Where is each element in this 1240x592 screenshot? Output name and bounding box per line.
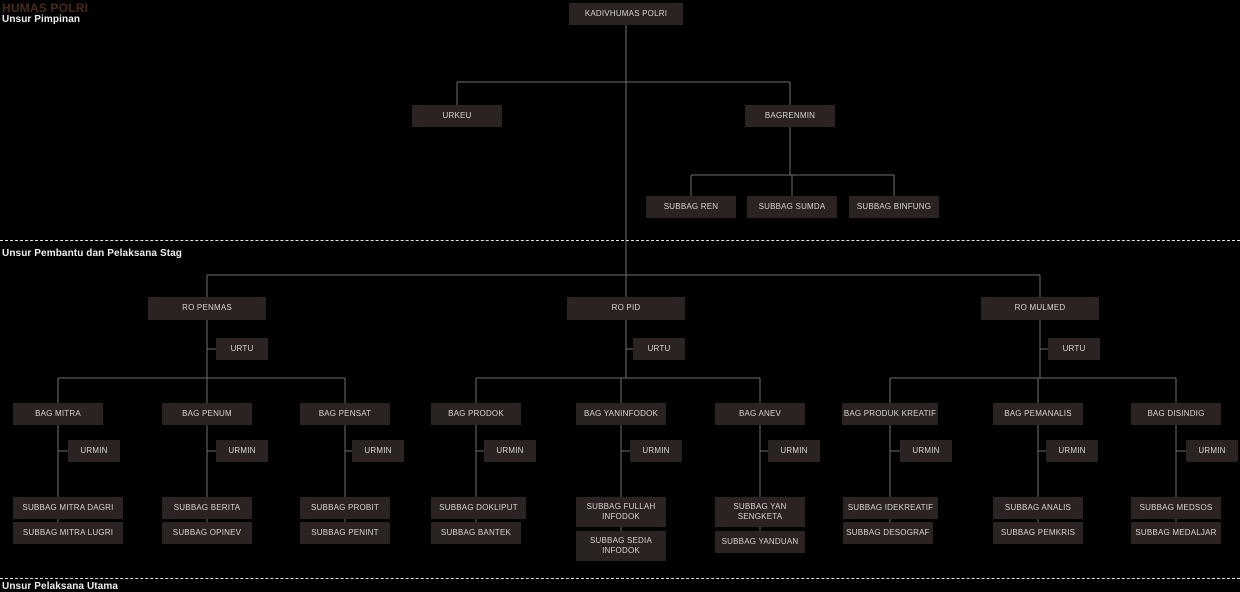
org-node-urmin-yaninfodok: URMIN (630, 440, 682, 462)
org-node-subbag-yanduan: SUBBAG YANDUAN (715, 531, 805, 553)
org-node-subbag-medsos: SUBBAG MEDSOS (1131, 497, 1221, 519)
org-node-ro-pid: RO PID (567, 297, 685, 320)
org-node-urtu-ro-penmas: URTU (216, 338, 268, 360)
org-node-bag-mitra: BAG MITRA (13, 403, 103, 425)
org-node-subbag-medaljar: SUBBAG MEDALJAR (1131, 522, 1221, 544)
org-node-urmin-mitra: URMIN (68, 440, 120, 462)
org-node-subbag-mitra-lugri: SUBBAG MITRA LUGRI (13, 522, 123, 544)
org-node-subbag-fullah-infodok: SUBBAG FULLAH INFODOK (576, 497, 666, 527)
org-node-subbag-dokliput: SUBBAG DOKLIPUT (431, 497, 526, 519)
org-node-subbag-mitra-dagri: SUBBAG MITRA DAGRI (13, 497, 123, 519)
org-node-urtu-ro-mulmed: URTU (1048, 338, 1100, 360)
org-node-ro-penmas: RO PENMAS (148, 297, 266, 320)
section-label-pimpinan: Unsur Pimpinan (2, 14, 81, 25)
org-node-urmin-disindig: URMIN (1186, 440, 1238, 462)
org-node-urmin-anev: URMIN (768, 440, 820, 462)
connector-path (57, 25, 1186, 546)
org-node-bag-prodok: BAG PRODOK (431, 403, 521, 425)
org-node-urmin-pensat: URMIN (352, 440, 404, 462)
org-node-subbag-berita: SUBBAG BERITA (162, 497, 252, 519)
org-node-urmin-produk-kreatif: URMIN (900, 440, 952, 462)
org-node-bag-yaninfodok: BAG YANINFODOK (576, 403, 666, 425)
org-node-subbag-sedia-infodok: SUBBAG SEDIA INFODOK (576, 531, 666, 561)
org-node-urmin-prodok: URMIN (484, 440, 536, 462)
org-node-subbag-idekreatif: SUBBAG IDEKREATIF (843, 497, 938, 519)
separator-pelaksana-utama (0, 578, 1240, 579)
org-node-subbag-analis: SUBBAG ANALIS (993, 497, 1083, 519)
org-node-subbag-sumda: SUBBAG SUMDA (747, 196, 837, 218)
separator-pembantu (0, 240, 1240, 241)
org-node-bag-disindig: BAG DISINDIG (1131, 403, 1221, 425)
section-label-pelaksana-utama: Unsur Pelaksana Utama (2, 581, 119, 592)
org-node-urkeu: URKEU (412, 105, 502, 127)
org-node-subbag-penint: SUBBAG PENINT (300, 522, 390, 544)
org-node-bag-produk-kreatif: BAG PRODUK KREATIF (842, 403, 938, 425)
org-node-bag-pensat: BAG PENSAT (300, 403, 390, 425)
org-node-subbag-pemkris: SUBBAG PEMKRIS (993, 522, 1083, 544)
org-node-subbag-desograf: SUBBAG DESOGRAF (843, 522, 933, 544)
org-node-urmin-penum: URMIN (216, 440, 268, 462)
org-node-kadivhumas-polri: KADIVHUMAS POLRI (569, 3, 683, 25)
org-node-bag-penum: BAG PENUM (162, 403, 252, 425)
section-label-pembantu: Unsur Pembantu dan Pelaksana Stag (2, 248, 183, 259)
org-node-bag-pemanalis: BAG PEMANALIS (993, 403, 1083, 425)
org-node-bagrenmin: BAGRENMIN (745, 105, 835, 127)
org-node-subbag-binfung: SUBBAG BINFUNG (849, 196, 939, 218)
org-node-subbag-yan-sengketa: SUBBAG YAN SENGKETA (715, 497, 805, 527)
org-node-urmin-pemanalis: URMIN (1046, 440, 1098, 462)
org-node-bag-anev: BAG ANEV (715, 403, 805, 425)
page-title: HUMAS POLRI (2, 1, 89, 15)
org-node-ro-mulmed: RO MULMED (981, 297, 1099, 320)
org-node-subbag-bantek: SUBBAG BANTEK (431, 522, 521, 544)
org-node-urtu-ro-pid: URTU (633, 338, 685, 360)
org-node-subbag-ren: SUBBAG REN (646, 196, 736, 218)
org-node-subbag-probit: SUBBAG PROBIT (300, 497, 390, 519)
org-node-subbag-opinev: SUBBAG OPINEV (162, 522, 252, 544)
